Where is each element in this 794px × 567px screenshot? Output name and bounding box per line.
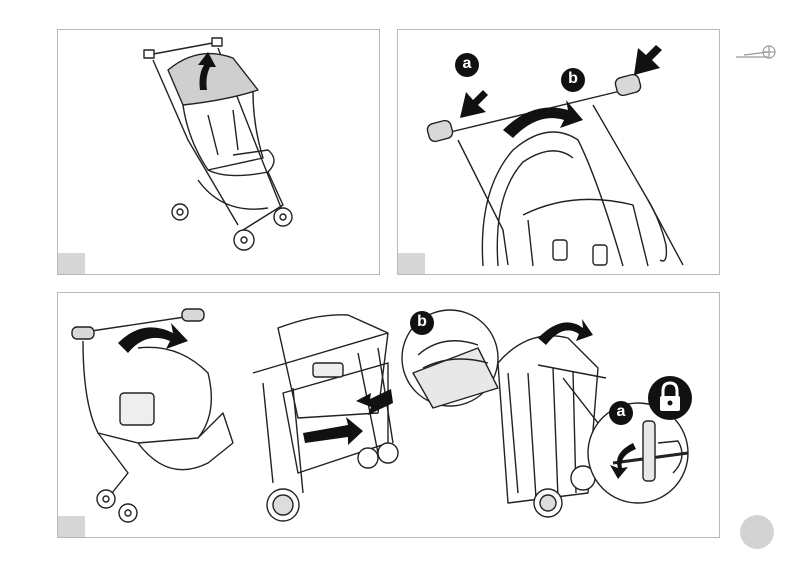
label-a: a xyxy=(460,55,474,73)
step-panel-1 xyxy=(57,29,380,275)
label-b: b xyxy=(566,70,580,88)
step-panel-3: b a xyxy=(57,292,720,538)
handle-close-up-illustration xyxy=(398,30,721,276)
page-number-circle xyxy=(740,515,774,549)
unfolded-stroller-illustration xyxy=(58,30,381,276)
step-panel-2: a b xyxy=(397,29,720,275)
label-b-step3: b xyxy=(415,313,429,331)
label-a-step3: a xyxy=(614,403,628,421)
